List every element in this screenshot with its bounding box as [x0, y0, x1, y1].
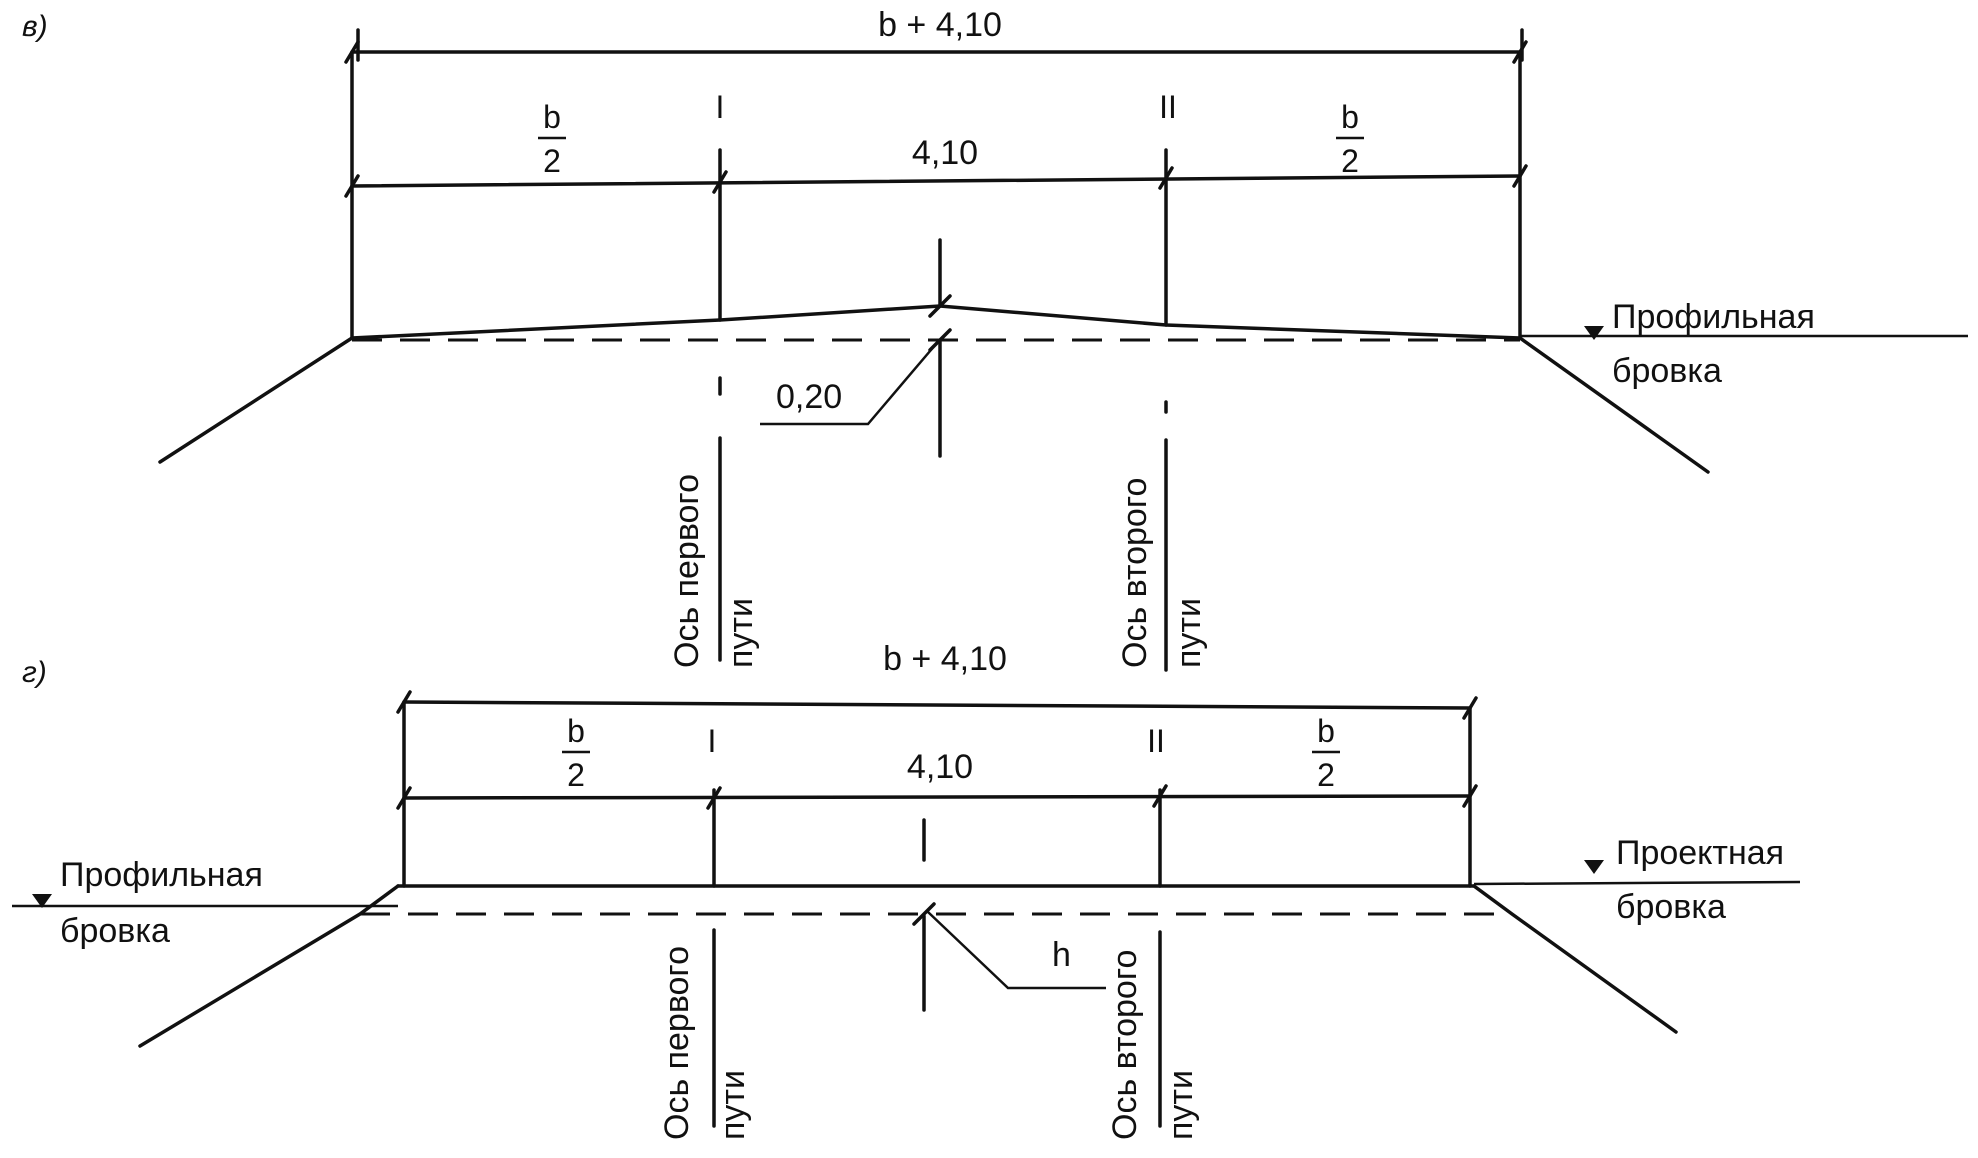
- axis-2-marker: II: [1147, 723, 1165, 759]
- slope-right: [1472, 884, 1678, 1034]
- left-label-line1: Профильная: [60, 856, 263, 894]
- height-tick: [912, 902, 936, 926]
- panel-g-label: г): [22, 656, 47, 689]
- leader-line: [760, 343, 937, 426]
- design-edge-line: [1473, 880, 1801, 886]
- half-num-right: b: [1341, 99, 1359, 135]
- right-label-line2: бровка: [1616, 888, 1726, 926]
- half-den-right: 2: [1341, 143, 1359, 179]
- level-triangle-icon: [1584, 326, 1604, 340]
- left-label-line2: бровка: [60, 912, 170, 950]
- right-label-line1: Проектная: [1616, 834, 1784, 872]
- half-den-left: 2: [543, 143, 561, 179]
- panel-v-label: в): [22, 10, 48, 43]
- leader-line: [927, 911, 1106, 990]
- axis-2-label-line2: пути: [1170, 598, 1208, 668]
- dim-line-parts: [402, 794, 1472, 800]
- panel-g: г) b + 4,10 b 2 b 2 4,10 I II: [12, 640, 1801, 1140]
- slope-right: [1518, 336, 1710, 474]
- dim-total-label: b + 4,10: [883, 640, 1007, 678]
- dim-line-total: [402, 700, 1472, 710]
- panel-v: в) b + 4,10 b 2 b 2 4,10 I II: [22, 6, 1968, 672]
- crown-tick: [928, 294, 952, 318]
- axis-1-label-line1: Ось первого: [658, 946, 696, 1140]
- level-triangle-icon: [1584, 860, 1604, 874]
- dim-center-label: 4,10: [907, 748, 973, 786]
- half-num-left: b: [543, 99, 561, 135]
- axis-1-label-line2: пути: [714, 1070, 752, 1140]
- half-num-left: b: [567, 713, 585, 749]
- crown-height-label: 0,20: [776, 378, 842, 416]
- axis-1-label-line2: пути: [722, 598, 760, 668]
- half-den-left: 2: [567, 757, 585, 793]
- axis-1-marker: I: [708, 723, 717, 759]
- axis-2-label-line1: Ось второго: [1106, 950, 1144, 1140]
- axis-1-marker: I: [716, 89, 725, 125]
- axis-1-label-line1: Ось первого: [668, 474, 706, 668]
- axis-2-label-line2: пути: [1162, 1070, 1200, 1140]
- dim-line-parts: [350, 174, 1522, 188]
- slope-left: [138, 884, 400, 1048]
- edge-label-line2: бровка: [1612, 352, 1722, 390]
- slope-left: [158, 336, 354, 464]
- edge-label-line1: Профильная: [1612, 298, 1815, 336]
- half-den-right: 2: [1317, 757, 1335, 793]
- level-triangle-icon: [32, 894, 52, 908]
- height-label: h: [1052, 936, 1071, 974]
- dim-total-label: b + 4,10: [878, 6, 1002, 44]
- half-num-right: b: [1317, 713, 1335, 749]
- dim-center-label: 4,10: [912, 134, 978, 172]
- axis-2-marker: II: [1159, 89, 1177, 125]
- axis-2-label-line1: Ось второго: [1116, 478, 1154, 668]
